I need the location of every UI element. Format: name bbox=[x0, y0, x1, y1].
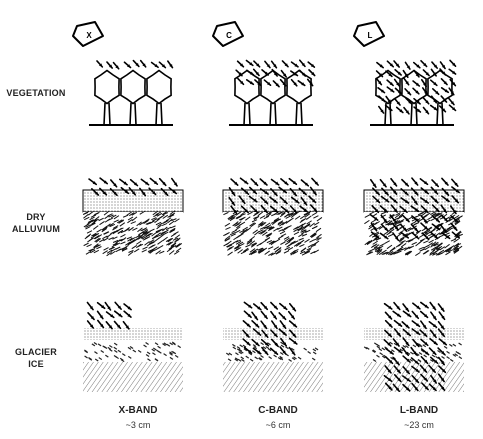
tree bbox=[94, 69, 120, 126]
radar-source-icon-x: X bbox=[72, 21, 104, 47]
tree bbox=[427, 69, 453, 126]
radar-source-letter-l: L bbox=[368, 31, 373, 40]
row-label-glacier-ice: GLACIER ICE bbox=[15, 347, 57, 369]
band-wavelength-c: ~6 cm bbox=[265, 420, 291, 430]
vegetation-panel-l bbox=[370, 59, 457, 126]
tree bbox=[401, 69, 427, 126]
radar-source-letter-x: X bbox=[86, 31, 92, 40]
ice-layer bbox=[83, 362, 183, 392]
glacier-panel-x bbox=[83, 301, 183, 392]
sand-band bbox=[83, 212, 183, 220]
firn-layer bbox=[83, 340, 183, 362]
band-label-c: C-BAND bbox=[258, 405, 298, 416]
row-label-dry-alluvium: DRY ALLUVIUM bbox=[11, 212, 61, 234]
vegetation-panel-c bbox=[229, 59, 316, 126]
band-label-x: X-BAND bbox=[118, 405, 158, 416]
tree bbox=[146, 69, 172, 126]
alluvium-panel-c bbox=[222, 177, 324, 258]
radar-source-icon-l: L bbox=[353, 21, 385, 47]
band-wavelength-l: ~23 cm bbox=[404, 420, 434, 430]
ice-layer bbox=[223, 362, 323, 392]
snow-layer bbox=[83, 328, 183, 340]
glacier-panel-c bbox=[223, 301, 323, 392]
vegetation-panel-x bbox=[89, 59, 174, 126]
radar-source-letter-c: C bbox=[226, 31, 232, 40]
tree bbox=[120, 69, 146, 126]
sand-band bbox=[364, 212, 464, 220]
alluvium-panel-x bbox=[82, 177, 184, 258]
alluvium-panel-l bbox=[363, 177, 465, 258]
row-label-vegetation: VEGETATION bbox=[6, 88, 66, 98]
band-label-l: L-BAND bbox=[399, 405, 439, 416]
snow-layer bbox=[223, 328, 323, 340]
radar-source-icon-c: C bbox=[212, 21, 244, 47]
sand-band bbox=[223, 212, 323, 220]
glacier-panel-l bbox=[363, 301, 464, 393]
tree bbox=[260, 69, 286, 126]
band-wavelength-x: ~3 cm bbox=[125, 420, 151, 430]
